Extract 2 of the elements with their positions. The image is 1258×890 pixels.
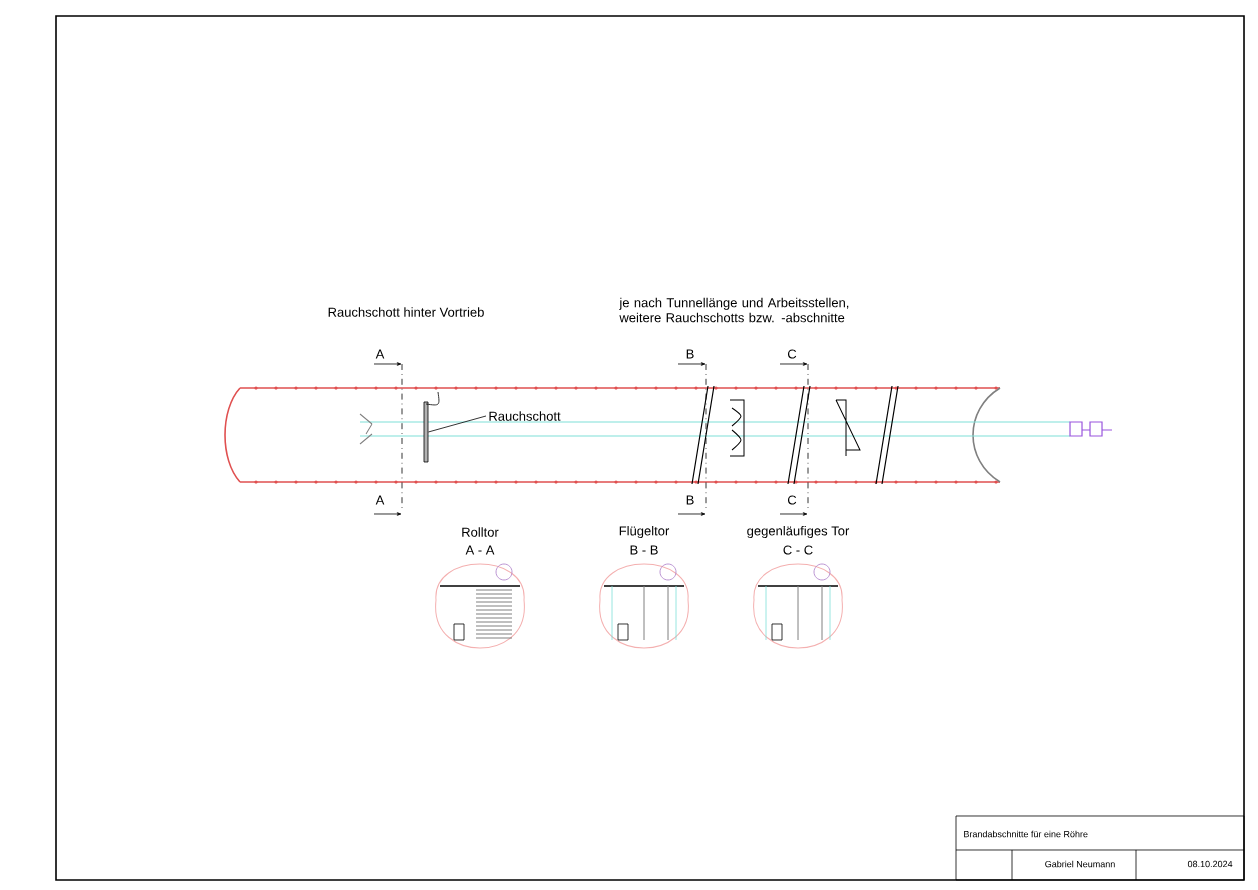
leader-line bbox=[428, 415, 487, 433]
smoke-barrier bbox=[423, 401, 429, 463]
